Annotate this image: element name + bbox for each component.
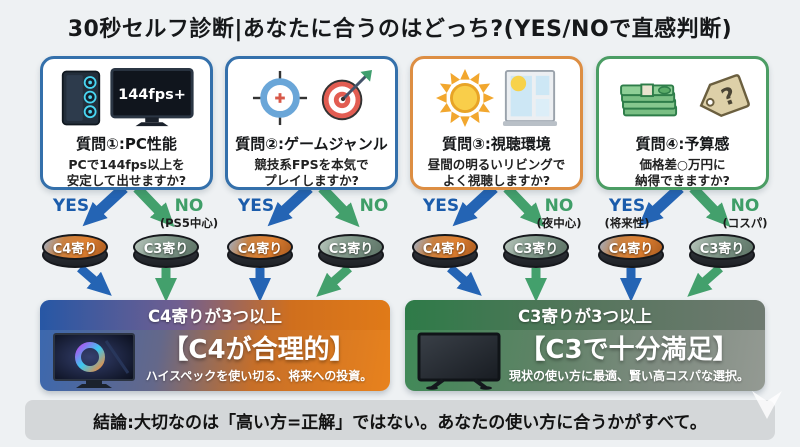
coin-c3-label: C3寄り bbox=[689, 234, 755, 260]
question-text: PCで144fps以上を 安定して出せますか? bbox=[66, 157, 187, 188]
yes-label: YES bbox=[237, 196, 275, 216]
question-text: 昼間の明るいリビングで よく視聴しますか? bbox=[427, 157, 566, 188]
no-sub-label: (コスパ) bbox=[722, 216, 768, 230]
result-c3-header: C3寄りが3つ以上 bbox=[405, 300, 765, 330]
tv-standard-icon bbox=[417, 332, 501, 390]
flow-group-3: YES NO (夜中心) C4寄り C3寄り bbox=[410, 188, 600, 300]
yes-sub-label: (将来性) bbox=[604, 216, 650, 230]
question-card-viewing-environment: 質問③:視聴環境 昼間の明るいリビングで よく視聴しますか? bbox=[410, 56, 583, 190]
page-title: 30秒セルフ診断|あなたに合うのはどっち?(YES/NOで直感判断) bbox=[67, 17, 733, 42]
monitor-144fps-icon: 144fps+ bbox=[109, 68, 194, 127]
coin-c3: C3寄り bbox=[133, 234, 199, 268]
yes-label: YES bbox=[608, 196, 646, 216]
flow-arrows bbox=[447, 188, 547, 300]
sun-icon bbox=[435, 69, 494, 127]
coin-c3-label: C3寄り bbox=[503, 234, 569, 260]
question-title: 質問③:視聴環境 bbox=[442, 135, 551, 153]
question-card-game-genre: 質問②:ゲームジャンル 競技系FPSを本気で プレイしますか? bbox=[225, 56, 398, 190]
chevron-down-icon bbox=[752, 391, 782, 419]
yes-label: YES bbox=[52, 196, 90, 216]
coin-c4-label: C4寄り bbox=[227, 234, 293, 260]
coin-c4: C4寄り bbox=[412, 234, 478, 268]
result-c3-headline: 【C3で十分満足】 bbox=[519, 335, 739, 366]
question-text: 競技系FPSを本気で プレイしますか? bbox=[254, 157, 369, 188]
cash-stack-icon bbox=[619, 83, 677, 117]
coin-c3-label: C3寄り bbox=[133, 234, 199, 260]
coin-c4: C4寄り bbox=[42, 234, 108, 268]
result-c4-headline: 【C4が合理的】 bbox=[162, 335, 356, 366]
question-title: 質問④:予算感 bbox=[635, 135, 730, 153]
price-tag-icon: ? bbox=[699, 74, 750, 118]
question-card-pc-performance: 144fps+ 質問①:PC性能 PCで144fps以上を 安定して出せますか? bbox=[40, 56, 213, 190]
flow-arrows bbox=[77, 188, 177, 300]
coin-c4-label: C4寄り bbox=[412, 234, 478, 260]
coin-c4: C4寄り bbox=[598, 234, 664, 268]
no-label: NO bbox=[359, 196, 389, 216]
question-card-budget: ? 質問④:予算感 価格差○万円に 納得できますか? bbox=[596, 56, 769, 190]
no-label: NO bbox=[174, 196, 204, 216]
coin-c4: C4寄り bbox=[227, 234, 293, 268]
question-title: 質問①:PC性能 bbox=[76, 135, 177, 153]
window-icon bbox=[502, 69, 557, 126]
question-text: 価格差○万円に 納得できますか? bbox=[635, 157, 730, 188]
coin-c3: C3寄り bbox=[689, 234, 755, 268]
no-sub-label: (PS5中心) bbox=[159, 216, 219, 230]
pc-tower-icon bbox=[61, 70, 100, 126]
no-label: NO bbox=[730, 196, 760, 216]
flow-arrows bbox=[620, 188, 731, 300]
flow-group-1: YES NO (PS5中心) C4寄り C3寄り bbox=[40, 188, 230, 300]
crosshair-icon bbox=[252, 70, 307, 126]
monitor-fps-label: 144fps+ bbox=[118, 87, 186, 103]
coin-c3-label: C3寄り bbox=[318, 234, 384, 260]
tv-premium-icon bbox=[53, 332, 135, 388]
question-title: 質問②:ゲームジャンル bbox=[235, 135, 388, 153]
flow-group-4: YES (将来性) NO (コスパ) C4寄り C3寄り bbox=[596, 188, 786, 300]
flow-arrows bbox=[249, 188, 360, 300]
result-c4-header: C4寄りが3つ以上 bbox=[40, 300, 390, 330]
target-dart-icon bbox=[321, 70, 372, 121]
coin-c4-label: C4寄り bbox=[42, 234, 108, 260]
coin-c4-label: C4寄り bbox=[598, 234, 664, 260]
result-box-c3: C3寄りが3つ以上 【C3で十分満足】 現状の使い方に最適、賢い高コスパな選択。 bbox=[405, 300, 765, 391]
coin-c3: C3寄り bbox=[318, 234, 384, 268]
result-c4-subtext: ハイスペックを使い切る、将来への投資。 bbox=[145, 368, 373, 383]
flow-group-2: YES NO C4寄り C3寄り bbox=[225, 188, 415, 300]
result-c3-subtext: 現状の使い方に最適、賢い高コスパな選択。 bbox=[508, 368, 749, 383]
conclusion-bar: 結論:大切なのは「高い方=正解」ではない。あなたの使い方に合うかがすべて。 bbox=[25, 400, 775, 440]
yes-label: YES bbox=[422, 196, 460, 216]
coin-c3: C3寄り bbox=[503, 234, 569, 268]
result-box-c4: C4寄りが3つ以上 【C4が合理的】 ハイスペック bbox=[40, 300, 390, 391]
no-label: NO bbox=[544, 196, 574, 216]
no-sub-label: (夜中心) bbox=[536, 216, 582, 230]
